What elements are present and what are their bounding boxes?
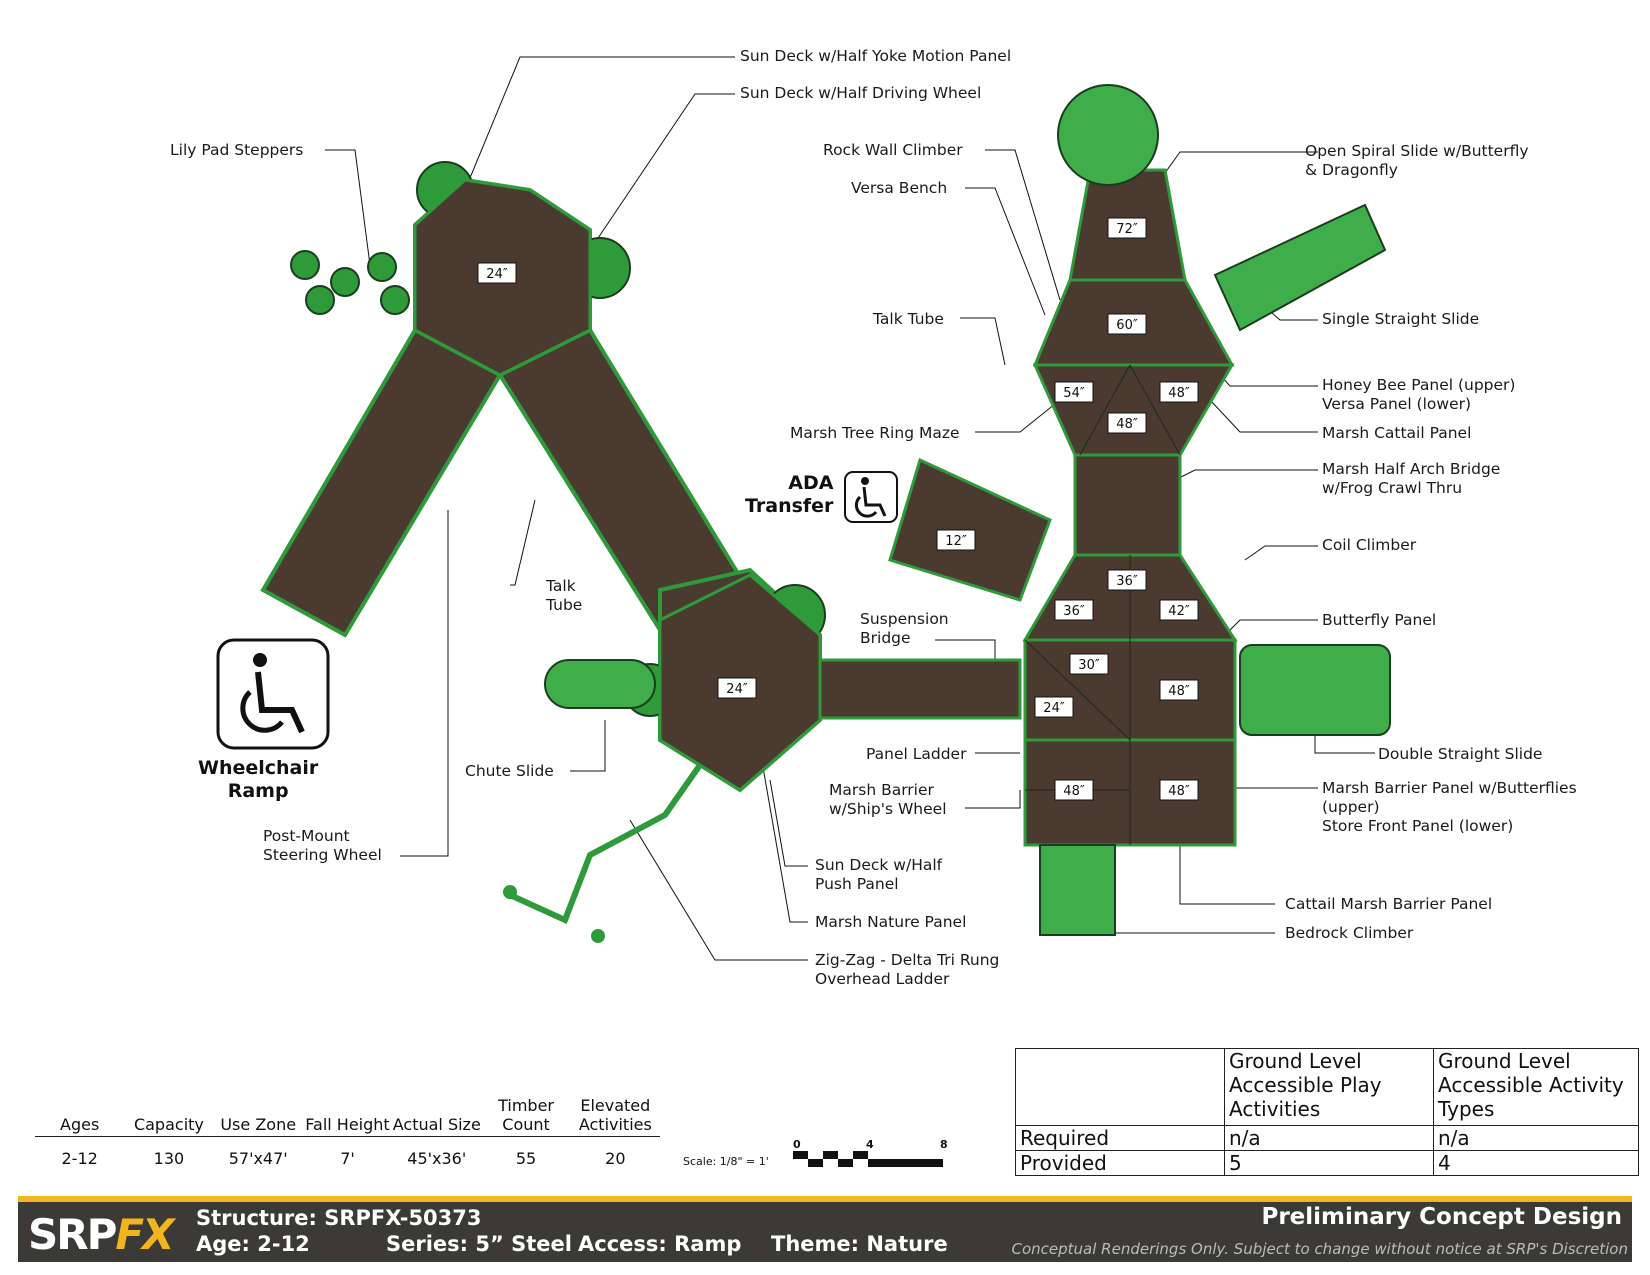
spec-value: 55 bbox=[515, 1149, 537, 1168]
acc-row-label: Provided bbox=[1015, 1150, 1225, 1176]
spec-value: 7' bbox=[340, 1149, 355, 1168]
spec-header: Capacity bbox=[124, 1090, 214, 1137]
playground-plan: 24″ 24″ 12″ 72″ 60″ 54″ 48″ 48″ 36″ 36″ … bbox=[216, 56, 1391, 961]
label-lily-pad: Lily Pad Steppers bbox=[170, 141, 304, 159]
label-honey-bee: Honey Bee Panel (upper)Versa Panel (lowe… bbox=[1322, 376, 1516, 413]
scale-bar: Scale: 1/8" = 1' 0 4 8 bbox=[683, 1138, 948, 1168]
height-tag: 60″ bbox=[1116, 318, 1138, 333]
label-yoke: Sun Deck w/Half Yoke Motion Panel bbox=[740, 47, 1012, 65]
label-coil-climber: Coil Climber bbox=[1322, 536, 1417, 554]
label-spiral-slide: Open Spiral Slide w/Butterfly& Dragonfly bbox=[1305, 142, 1529, 179]
acc-cell: 5 bbox=[1224, 1150, 1434, 1176]
srpfx-logo: SRPFX bbox=[28, 1210, 174, 1259]
label-bedrock: Bedrock Climber bbox=[1285, 924, 1414, 942]
spec-header: Actual Size bbox=[392, 1090, 482, 1137]
spec-value: 130 bbox=[153, 1149, 185, 1168]
label-talk-tube: Talk Tube bbox=[873, 310, 944, 328]
height-tag: 12″ bbox=[945, 534, 967, 549]
spec-header: Ages bbox=[35, 1090, 125, 1137]
label-ring-maze: Marsh Tree Ring Maze bbox=[790, 424, 960, 442]
height-tag: 36″ bbox=[1116, 574, 1138, 589]
label-single-slide: Single Straight Slide bbox=[1322, 310, 1480, 328]
specs-table: Ages Capacity Use Zone Fall Height Actua… bbox=[35, 1090, 660, 1168]
scale-tick-4: 4 bbox=[866, 1138, 874, 1151]
deck-tri-cluster bbox=[1032, 363, 1235, 457]
label-panel-ladder: Panel Ladder bbox=[866, 745, 967, 763]
spec-value: 57'x47' bbox=[228, 1149, 288, 1168]
acc-row-label: Required bbox=[1015, 1125, 1225, 1151]
spec-header: Fall Height bbox=[302, 1090, 393, 1137]
height-tag: 48″ bbox=[1168, 784, 1190, 799]
theme: Theme: Nature bbox=[771, 1232, 948, 1256]
accessibility-table: Ground Level Accessible Play Activities … bbox=[1015, 1048, 1639, 1176]
access-type: Access: Ramp bbox=[578, 1232, 742, 1256]
acc-cell: n/a bbox=[1224, 1125, 1434, 1151]
height-tag: 42″ bbox=[1168, 604, 1190, 619]
label-driving-wheel: Sun Deck w/Half Driving Wheel bbox=[740, 84, 982, 102]
height-tag: 48″ bbox=[1116, 417, 1138, 432]
spec-value: 20 bbox=[605, 1149, 626, 1168]
spec-value: 2-12 bbox=[61, 1149, 98, 1168]
label-double-slide: Double Straight Slide bbox=[1378, 745, 1543, 763]
label-butterfly-panel: Butterfly Panel bbox=[1322, 611, 1437, 629]
scale-graphic bbox=[793, 1151, 943, 1167]
label-cattail: Marsh Cattail Panel bbox=[1322, 424, 1472, 442]
title-block: SRPFX Structure: SRPFX-50373 Age: 2-12 S… bbox=[18, 1196, 1632, 1262]
acc-header-types: Ground Level Accessible Activity Types bbox=[1433, 1048, 1639, 1126]
height-tag: 24″ bbox=[726, 682, 748, 697]
structure-id: Structure: SRPFX-50373 bbox=[196, 1206, 482, 1230]
label-nature-panel: Marsh Nature Panel bbox=[815, 913, 967, 931]
height-tag: 48″ bbox=[1168, 386, 1190, 401]
label-chute-slide: Chute Slide bbox=[465, 762, 554, 780]
spec-header: Use Zone bbox=[213, 1090, 303, 1137]
spec-header: Timber Count bbox=[481, 1090, 571, 1137]
height-tag: 24″ bbox=[1043, 701, 1065, 716]
height-tag: 36″ bbox=[1063, 604, 1085, 619]
label-cattail-barrier: Cattail Marsh Barrier Panel bbox=[1285, 895, 1493, 913]
wheelchair-ramp-deck bbox=[260, 327, 503, 638]
scale-label: Scale: 1/8" = 1' bbox=[683, 1155, 769, 1168]
label-versa-bench: Versa Bench bbox=[851, 179, 948, 197]
wheelchair-icon bbox=[216, 638, 330, 750]
scale-tick-8: 8 bbox=[940, 1138, 948, 1151]
acc-cell: n/a bbox=[1433, 1125, 1639, 1151]
acc-header-play: Ground Level Accessible Play Activities bbox=[1224, 1048, 1434, 1126]
design-title: Preliminary Concept Design bbox=[1261, 1204, 1622, 1230]
height-tag: 24″ bbox=[486, 267, 508, 282]
label-marsh-barrier: Marsh Barrier Panel w/Butterflies(upper)… bbox=[1322, 779, 1577, 835]
age-range: Age: 2-12 bbox=[196, 1232, 310, 1256]
series: Series: 5” Steel bbox=[386, 1232, 572, 1256]
spec-header: Elevated Activities bbox=[570, 1090, 660, 1137]
height-tag: 54″ bbox=[1063, 386, 1085, 401]
acc-cell: 4 bbox=[1433, 1150, 1639, 1176]
height-tag: 30″ bbox=[1078, 658, 1100, 673]
height-tag: 48″ bbox=[1168, 684, 1190, 699]
height-tag: 48″ bbox=[1063, 784, 1085, 799]
disclaimer: Conceptual Renderings Only. Subject to c… bbox=[1011, 1240, 1628, 1258]
height-tag: 72″ bbox=[1116, 222, 1138, 237]
ada-transfer-icon bbox=[844, 471, 898, 523]
spec-value: 45'x36' bbox=[407, 1149, 467, 1168]
arch-bridge bbox=[1073, 453, 1182, 557]
scale-tick-0: 0 bbox=[793, 1138, 801, 1151]
label-rock-wall: Rock Wall Climber bbox=[823, 141, 963, 159]
